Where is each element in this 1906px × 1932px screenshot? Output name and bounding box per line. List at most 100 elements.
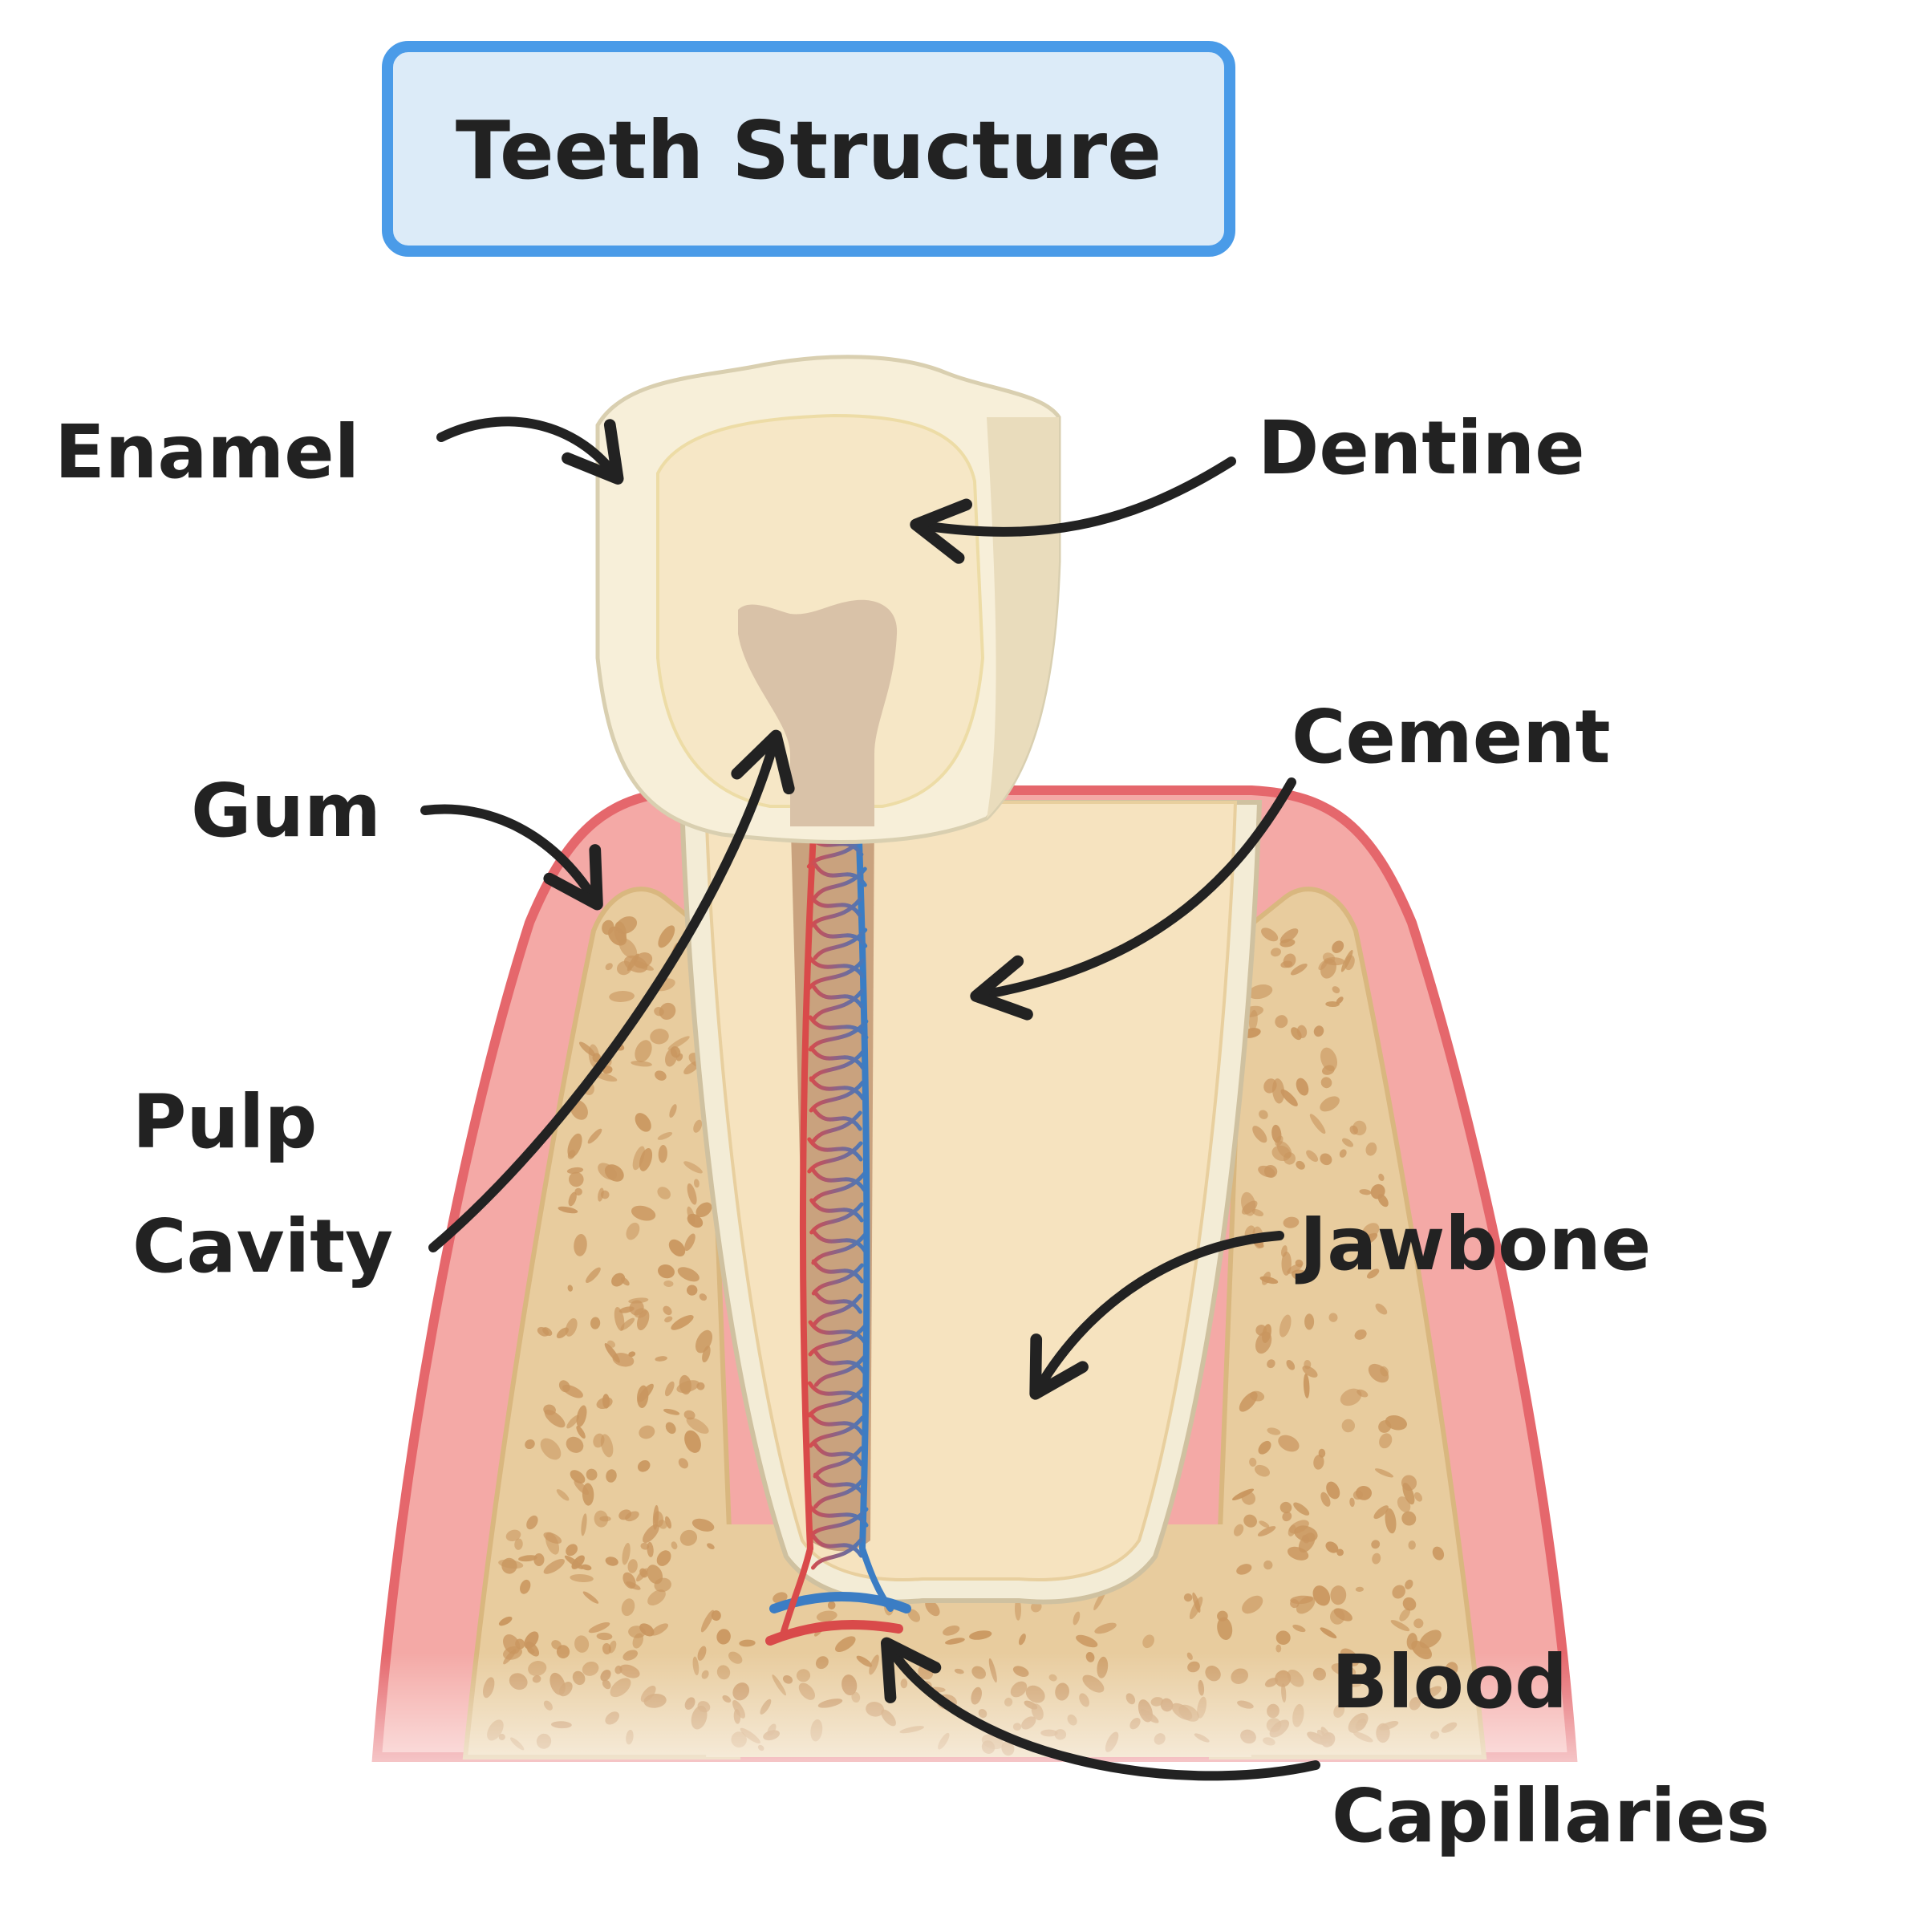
bone-spot [671, 1315, 694, 1330]
enamel-side-shade [987, 417, 1059, 818]
bone-spot [1283, 1216, 1300, 1228]
bone-spot [1243, 1514, 1257, 1528]
bone-spot [596, 1632, 613, 1641]
bone-spot [576, 1425, 586, 1439]
bone-spot [1336, 1548, 1344, 1557]
bone-spot [558, 1206, 578, 1214]
bone-spot [1281, 1251, 1292, 1276]
bone-spot [1366, 1268, 1380, 1279]
bone-spot [1312, 1585, 1331, 1606]
bone-spot [1263, 1560, 1273, 1570]
bone-spot [537, 1326, 549, 1337]
bone-spot [683, 1161, 703, 1174]
label-pulp-line1: Pulp [132, 1079, 317, 1165]
bone-spot [647, 1589, 666, 1606]
bone-spot [663, 1280, 674, 1288]
arrow-enamel [436, 416, 624, 485]
bone-spot [1344, 955, 1355, 971]
bone-spot [1278, 1435, 1300, 1452]
bone-spot [696, 1382, 705, 1390]
bone-spot [576, 1405, 587, 1427]
bone-spot [1282, 1512, 1292, 1522]
label-dentine: Dentine [1258, 405, 1585, 491]
bone-spot [716, 1629, 731, 1645]
bone-spot [1257, 1526, 1276, 1536]
bone-spot [1259, 1276, 1279, 1285]
bone-spot [1303, 1373, 1310, 1398]
bone-spot [659, 1002, 676, 1020]
bone-spot [608, 1640, 617, 1654]
bone-spot [503, 1634, 521, 1654]
bone-spot [1390, 1620, 1410, 1632]
bone-spot [1352, 1120, 1367, 1136]
bone-spot [665, 1048, 678, 1067]
bone-spot [1325, 1000, 1340, 1008]
bone-spot [1320, 1627, 1337, 1638]
bone-spot [1372, 1552, 1381, 1565]
bone-spot [658, 1145, 667, 1163]
bone-spot [1370, 1183, 1385, 1199]
bone-spot [1306, 1150, 1319, 1163]
bone-spot [1332, 986, 1340, 994]
bone-spot [631, 1205, 656, 1221]
bone-spot [1259, 1520, 1270, 1528]
bone-spot [1283, 953, 1296, 968]
bone-spot [1432, 1546, 1445, 1561]
bone-spot [498, 1616, 513, 1626]
label-blood-line1: Blood [1332, 1639, 1567, 1725]
bone-spot [1399, 1608, 1411, 1622]
bone-spot [1365, 1142, 1377, 1156]
bone-spot [1359, 1189, 1372, 1195]
bone-spot [687, 1213, 704, 1228]
bone-spot [514, 1538, 523, 1550]
bone-spot [533, 1553, 545, 1566]
bone-spot [679, 1529, 698, 1546]
bone-spot [614, 921, 627, 944]
bone-spot [695, 1202, 712, 1218]
label-cement: Cement [1292, 694, 1611, 780]
bone-spot [574, 1187, 582, 1196]
bone-spot [925, 1599, 940, 1617]
bone-spot [667, 1036, 690, 1050]
bone-spot [1286, 1359, 1296, 1370]
arrow-jawbone [1029, 1231, 1284, 1400]
bone-spot [1296, 1025, 1308, 1038]
bone-spot [663, 1408, 680, 1415]
bone-spot [1292, 1624, 1306, 1633]
bone-spot [1320, 1077, 1332, 1089]
bone-spot [602, 1065, 613, 1074]
bone-spot [1375, 1303, 1388, 1315]
bone-spot [1333, 1608, 1352, 1622]
bone-spot [1233, 1524, 1244, 1536]
bone-spot [612, 1353, 635, 1367]
bone-spot [1076, 1634, 1098, 1648]
bone-spot [637, 1460, 651, 1472]
bone-spot [566, 1167, 584, 1174]
blood-capillaries [765, 1545, 911, 1646]
bone-spot [700, 1609, 715, 1633]
bone-spot [1326, 1481, 1340, 1500]
bone-spot [1405, 1579, 1413, 1589]
bone-spot [1290, 963, 1308, 976]
bone-spot [520, 1579, 531, 1594]
bone-spot [907, 1609, 921, 1622]
bone-spot [602, 919, 614, 936]
bone-spot [628, 1626, 646, 1638]
bone-spot [693, 1119, 703, 1133]
bone-spot [1380, 1366, 1389, 1377]
bone-spot [1392, 1585, 1405, 1599]
bone-spot [1320, 1492, 1331, 1507]
bone-spot [1378, 1173, 1385, 1182]
bone-spot [945, 1638, 965, 1645]
bone-spot [556, 1489, 570, 1501]
bone-spot [1340, 1388, 1362, 1406]
bone-spot [1073, 1611, 1081, 1626]
bone-spot [632, 1146, 645, 1171]
bone-spot [566, 1414, 580, 1429]
bone-spot [683, 1410, 695, 1420]
bone-spot [1247, 984, 1273, 1000]
bone-spot [637, 1383, 654, 1402]
bone-spot [1283, 1152, 1296, 1165]
bone-spot [1402, 1597, 1417, 1611]
label-gum: Gum [191, 768, 381, 854]
